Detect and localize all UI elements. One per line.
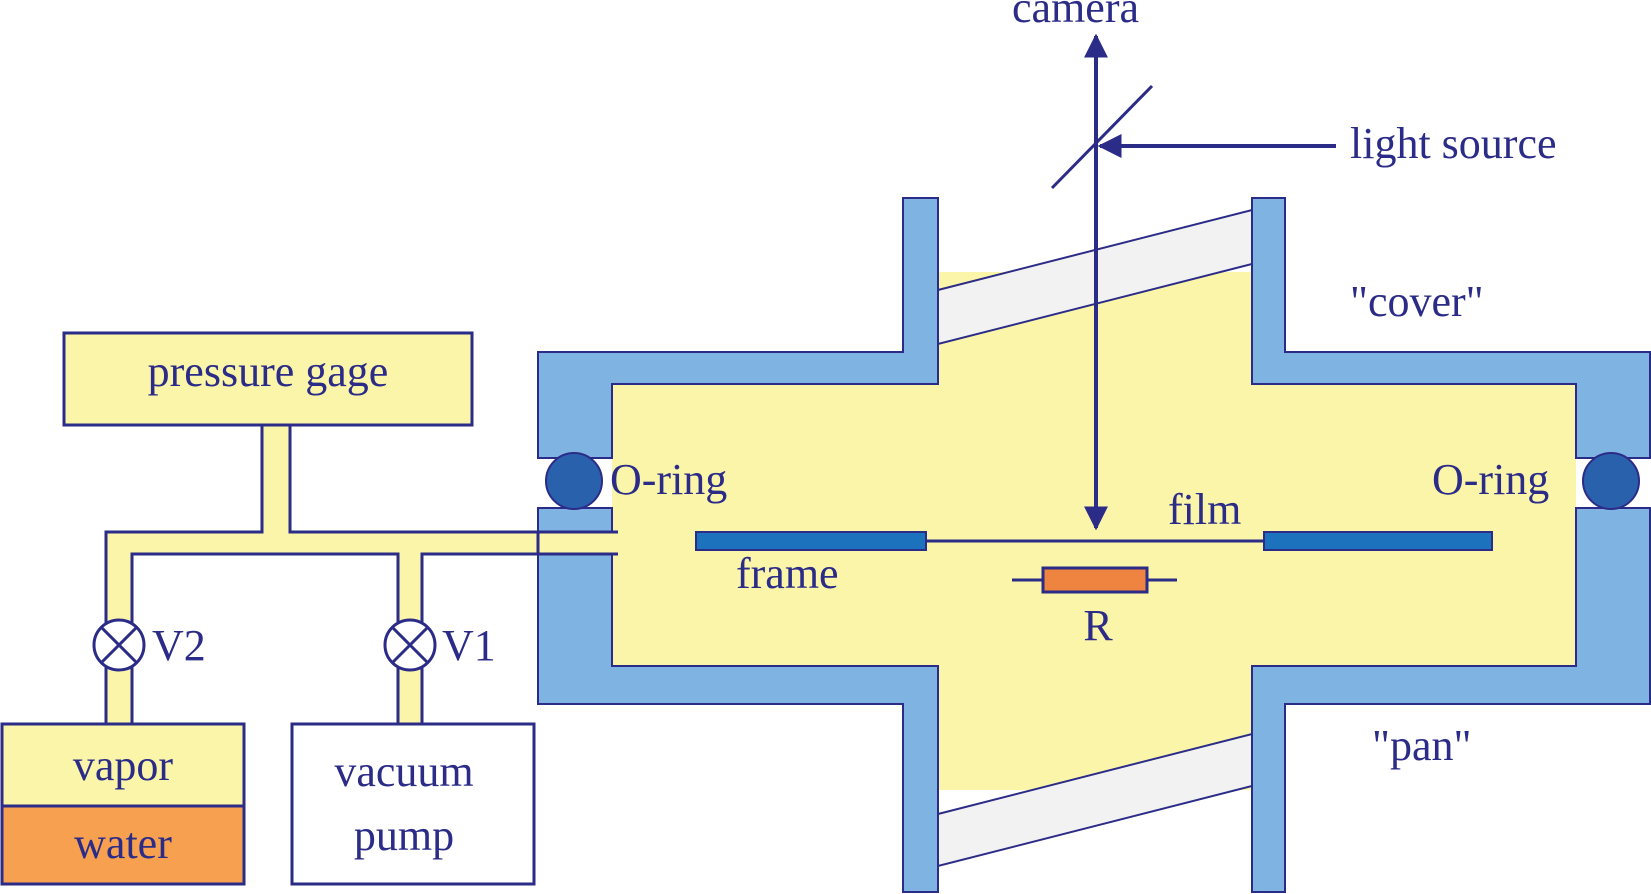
vacuum-pump-label-line2: pump: [354, 811, 454, 860]
vapor-label: vapor: [73, 741, 174, 790]
light-source-label: light source: [1350, 119, 1557, 168]
film-label: film: [1168, 485, 1241, 534]
o-ring-right: [1582, 452, 1640, 510]
pan-wall-left: [537, 507, 939, 893]
water-label: water: [74, 819, 172, 868]
pan-wall-right: [1251, 507, 1651, 893]
water-reservoir: [0, 804, 246, 886]
frame-right-bar: [1263, 531, 1493, 551]
chamber-cavity: [612, 272, 1576, 790]
vapor-reservoir: [0, 722, 246, 808]
resistor-label: R: [1083, 601, 1113, 650]
frame-left-bar: [695, 531, 927, 551]
vacuum-pump-box: [290, 722, 536, 886]
chamber-inlet-pipe: [538, 532, 618, 554]
vacuum-pump-label-line1: vacuum: [334, 747, 473, 796]
o-ring-left-label: O-ring: [610, 455, 727, 504]
beam-splitter: [1050, 84, 1154, 190]
pressure-gage-label: pressure gage: [148, 347, 389, 396]
cover-label: "cover": [1350, 277, 1484, 326]
resistor: [1041, 566, 1149, 594]
o-ring-right-label: O-ring: [1432, 455, 1549, 504]
pressure-gage-box: [62, 331, 474, 427]
pipe-network: [104, 423, 540, 726]
valve-v1-label: V1: [442, 621, 496, 670]
cover-wall-right: [1251, 197, 1651, 459]
camera-label: camera: [1012, 0, 1139, 32]
o-ring-left: [545, 452, 603, 510]
valve-v2-label: V2: [152, 621, 206, 670]
frame-label: frame: [736, 549, 839, 598]
pan-label: "pan": [1372, 721, 1471, 770]
